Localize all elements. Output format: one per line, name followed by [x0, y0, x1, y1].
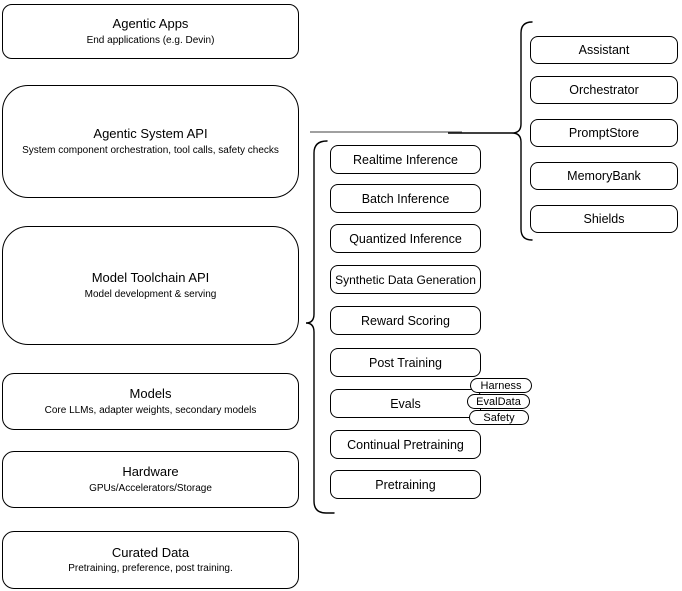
node-evals-evaldata-pill: EvalData: [467, 394, 530, 409]
node-continual-pretraining: Continual Pretraining: [330, 430, 481, 459]
node-agentic-system-api: Agentic System API System component orch…: [2, 85, 299, 198]
node-subtitle: Core LLMs, adapter weights, secondary mo…: [44, 404, 257, 416]
node-orchestrator: Orchestrator: [530, 76, 678, 104]
node-memorybank: MemoryBank: [530, 162, 678, 190]
node-subtitle: GPUs/Accelerators/Storage: [89, 482, 212, 494]
node-synthetic-data-generation: Synthetic Data Generation: [330, 265, 481, 294]
node-subtitle: End applications (e.g. Devin): [86, 34, 215, 46]
node-promptstore: PromptStore: [530, 119, 678, 147]
node-pretraining: Pretraining: [330, 470, 481, 499]
node-title: Agentic Apps: [112, 16, 189, 32]
node-reward-scoring: Reward Scoring: [330, 306, 481, 335]
node-evals-harness-pill: Harness: [470, 378, 532, 393]
node-models: Models Core LLMs, adapter weights, secon…: [2, 373, 299, 430]
node-title: Model Toolchain API: [91, 270, 210, 286]
node-curated-data: Curated Data Pretraining, preference, po…: [2, 531, 299, 589]
node-title: Agentic System API: [93, 126, 208, 142]
node-batch-inference: Batch Inference: [330, 184, 481, 213]
node-assistant: Assistant: [530, 36, 678, 64]
node-subtitle: System component orchestration, tool cal…: [22, 144, 279, 156]
system-components-bracket: [511, 21, 533, 241]
node-model-toolchain-api: Model Toolchain API Model development & …: [2, 226, 299, 345]
node-subtitle: Model development & serving: [84, 288, 217, 300]
node-post-training: Post Training: [330, 348, 481, 377]
node-realtime-inference: Realtime Inference: [330, 145, 481, 174]
node-title: Models: [129, 386, 172, 402]
node-hardware: Hardware GPUs/Accelerators/Storage: [2, 451, 299, 508]
node-title: Curated Data: [111, 544, 190, 560]
node-title: Hardware: [122, 464, 179, 480]
node-quantized-inference: Quantized Inference: [330, 224, 481, 253]
node-evals-safety-pill: Safety: [469, 410, 529, 425]
node-subtitle: Pretraining, preference, post training.: [68, 563, 233, 575]
node-shields: Shields: [530, 205, 678, 233]
node-evals: Evals: [330, 389, 481, 418]
node-agentic-apps: Agentic Apps End applications (e.g. Devi…: [2, 4, 299, 59]
